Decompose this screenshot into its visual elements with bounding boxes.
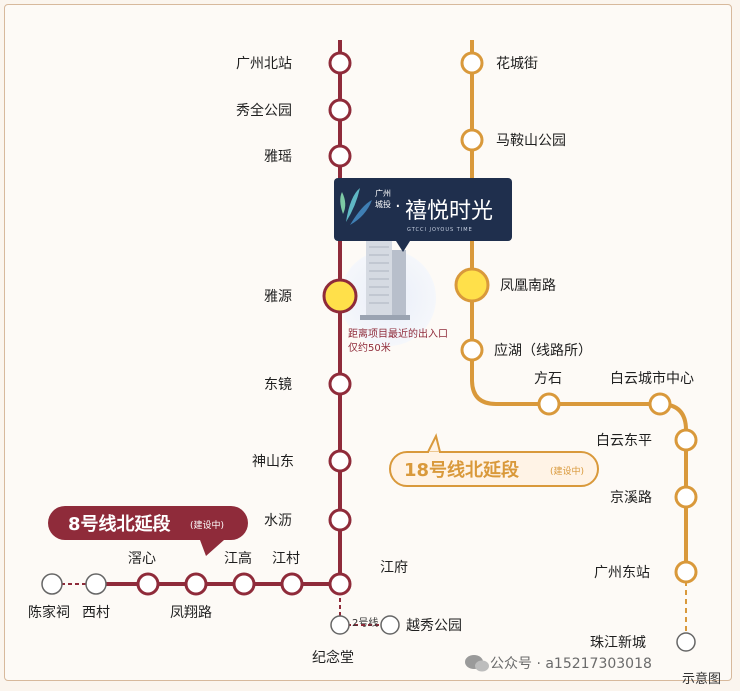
label-fenghuang-nanlu: 凤凰南路 [500,278,556,294]
station-dot-huachengjie [460,51,484,75]
brand-small-2: 城投 [375,199,391,209]
station-dot-shuili [328,508,352,532]
building-icon [360,240,410,320]
line-8-badge-note: (建设中) [190,519,224,531]
line-8-stations [136,51,352,596]
station-dot-jiangfu [328,572,352,596]
station-dot-fengxianglu [184,572,208,596]
diagram-note: 示意图 [682,671,721,687]
label-huachengjie: 花城街 [496,56,538,72]
station-dot-yayuan [322,278,358,314]
project-name: 禧悦时光 [405,199,493,224]
label-jiangfu: 江府 [380,560,408,576]
project-note-line2: 仅约50米 [348,341,391,354]
label-guangzhou-north: 广州北站 [236,56,292,72]
project-callout: 广州 城投 · 禧悦时光 GTCCI JOYOUS TIME [334,178,512,252]
label-yinghu: 应湖（线路所） [494,342,592,359]
label-fengxianglu: 凤翔路 [170,605,212,621]
label-jingxilu: 京溪路 [610,490,652,506]
station-dot-yinghu [460,338,484,362]
map-frame [4,4,732,681]
station-dot-yayao [328,144,352,168]
line-18-labels: 花城街 马鞍山公园 凤凰南路 应湖（线路所） 方石 白云城市中心 白云东平 京溪… [494,56,694,651]
project-note-line1: 距离项目最近的出入口 [348,327,448,340]
label-xicun: 西村 [82,605,110,621]
watermark-text: 公众号 · a15217303018 [490,656,652,672]
label-yayuan: 雅源 [264,289,292,305]
label-shuili: 水沥 [264,513,292,529]
line-8-planned-stations [41,573,400,635]
line-8-badge-label: 8号线北延段 [68,513,172,535]
station-dot-zhujiang-newtown [676,632,696,652]
label-baiyun-center: 白云城市中心 [610,370,694,387]
leaf-logo-icon [340,188,372,225]
project-dot: · [395,196,401,217]
label-yayao: 雅瑶 [264,149,292,165]
label-baiyun-dongping: 白云东平 [596,433,652,449]
station-dot-fenghuang-nanlu [454,267,490,303]
label-maanshan-park: 马鞍山公园 [496,133,566,149]
station-dot-maanshan-park [460,128,484,152]
station-dot-dongjing [328,372,352,396]
label-xiuquan-park: 秀全公园 [236,102,292,119]
label-dongjing: 东镜 [264,377,292,393]
line-18-badge: 18号线北延段 (建设中) [389,433,599,487]
station-dot-xiaoxin [136,572,160,596]
line-2-label: 2号线 [352,616,378,629]
brand-small-1: 广州 [375,188,391,198]
station-dot-fangshi [537,392,561,416]
line-18-track [470,40,688,642]
label-zhujiang-newtown: 珠江新城 [590,635,646,651]
label-shenshandong: 神山东 [252,454,294,470]
station-dot-guangzhou-east [674,560,698,584]
line-8-labels: 广州北站 秀全公园 雅瑶 雅源 东镜 神山东 水沥 江府 江村 江高 滘心 凤翔… [28,56,408,666]
station-dot-guangzhou-north [328,51,352,75]
station-dot-xiuquan-park [328,98,352,122]
station-dot-jiangcun [280,572,304,596]
project-sub-en: GTCCI JOYOUS TIME [407,227,473,233]
label-xiaoxin: 滘心 [128,551,156,567]
label-yuexiu-park: 越秀公园 [406,618,462,634]
station-dot-baiyun-dongping [674,428,698,452]
station-dot-baiyun-center [648,392,672,416]
watermark: 公众号 · a15217303018 [465,655,652,672]
line-18-badge-note: (建设中) [550,465,584,477]
station-dot-xicun [85,573,107,595]
station-dot-jinientang [330,615,350,635]
label-chenjiaci: 陈家祠 [28,604,70,621]
wechat-icon [465,655,489,672]
label-jinientang: 纪念堂 [312,649,354,666]
station-dot-chenjiaci [41,573,63,595]
label-guangzhou-east: 广州东站 [594,565,650,581]
line-8-badge: 8号线北延段 (建设中) [48,506,248,556]
station-dot-shenshandong [328,449,352,473]
label-jianggao: 江高 [224,550,252,567]
line-18-badge-label: 18号线北延段 [404,459,520,481]
label-fangshi: 方石 [534,371,562,387]
line-18-stations [460,51,698,584]
label-jiangcun: 江村 [272,551,300,567]
station-dot-jianggao [232,572,256,596]
station-dot-jingxilu [674,485,698,509]
station-dot-yuexiu-park [380,615,400,635]
